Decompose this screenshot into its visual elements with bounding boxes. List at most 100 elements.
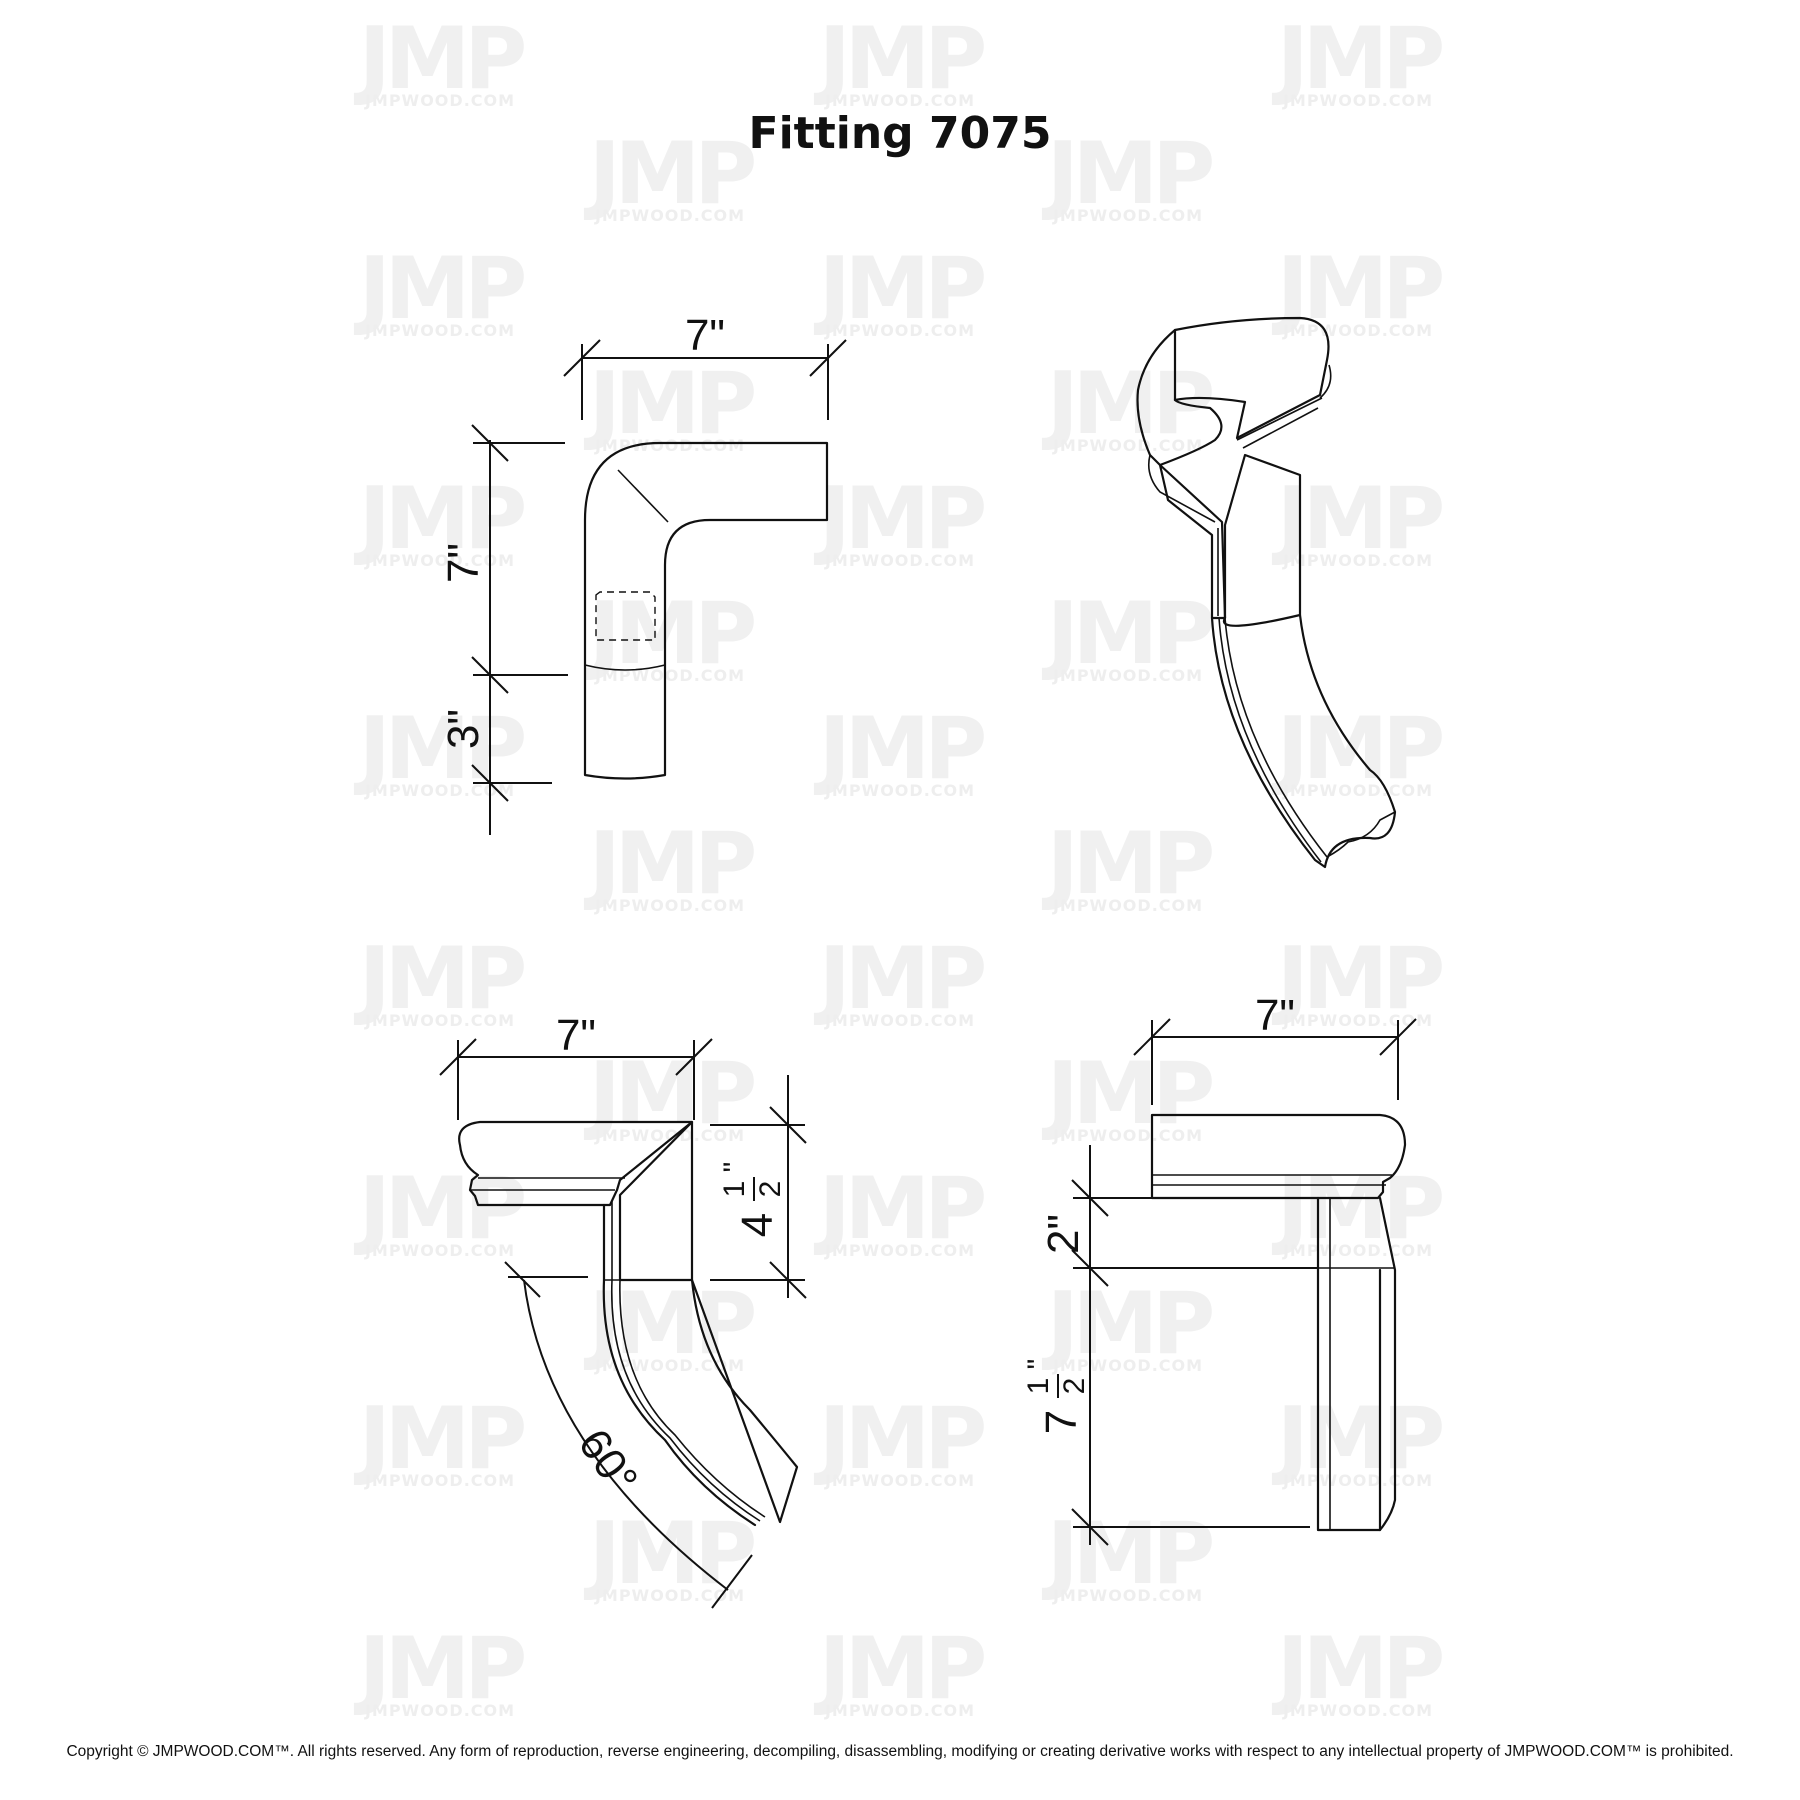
watermark-url: JMPWOOD.COM bbox=[364, 321, 515, 340]
iso-rail-bead-2 bbox=[1242, 407, 1319, 449]
side-width-tick-right bbox=[1379, 1018, 1417, 1056]
watermark-logo: JMP bbox=[814, 699, 985, 799]
watermark-url: JMPWOOD.COM bbox=[1052, 436, 1203, 455]
watermark-url: JMPWOOD.COM bbox=[824, 1471, 975, 1490]
watermark-logo: JMP bbox=[1042, 1044, 1213, 1144]
watermark-logo: JMP bbox=[354, 9, 525, 109]
iso-rail-shadow bbox=[1319, 364, 1332, 399]
front-sweep-outer bbox=[602, 1278, 757, 1527]
top-view-miter-line bbox=[617, 469, 669, 523]
watermark-url: JMPWOOD.COM bbox=[1052, 1126, 1203, 1145]
watermark-url: JMPWOOD.COM bbox=[1052, 1586, 1203, 1605]
watermark-url: JMPWOOD.COM bbox=[594, 666, 745, 685]
front-view: 7" 4 1 2 " 60° bbox=[439, 1011, 807, 1609]
watermark-logo: JMP bbox=[814, 1619, 985, 1719]
front-sweep-inner bbox=[690, 1278, 799, 1524]
front-angle-label: 60° bbox=[569, 1420, 647, 1503]
watermark-logo: JMP bbox=[584, 814, 755, 914]
front-drop-whole: 4 bbox=[733, 1213, 782, 1237]
watermark-logo: JMP bbox=[814, 1159, 985, 1259]
watermark-url: JMPWOOD.COM bbox=[364, 551, 515, 570]
iso-sweep-inner-1 bbox=[1224, 617, 1328, 858]
side-tick-top bbox=[1071, 1179, 1109, 1217]
watermark-logo: JMP bbox=[354, 929, 525, 1029]
top-view-joint-line bbox=[584, 664, 666, 671]
watermark-url: JMPWOOD.COM bbox=[594, 206, 745, 225]
watermark-logo: JMP bbox=[814, 929, 985, 1029]
iso-lower-sweep bbox=[1210, 613, 1397, 869]
watermark-logo: JMP bbox=[1272, 1389, 1443, 1489]
watermark-url: JMPWOOD.COM bbox=[364, 1241, 515, 1260]
watermark-logo: JMP bbox=[584, 1044, 755, 1144]
watermark-url: JMPWOOD.COM bbox=[364, 1011, 515, 1030]
watermark-logo: JMP bbox=[1042, 1504, 1213, 1604]
watermark-logo: JMP bbox=[584, 1504, 755, 1604]
watermark-url: JMPWOOD.COM bbox=[594, 896, 745, 915]
iso-top-rail bbox=[1173, 316, 1330, 440]
front-width-label: 7" bbox=[556, 1011, 596, 1060]
watermark-url: JMPWOOD.COM bbox=[1052, 896, 1203, 915]
page-title: Fitting 7075 bbox=[748, 108, 1052, 159]
top-height-tick-top bbox=[471, 424, 509, 462]
watermark-url: JMPWOOD.COM bbox=[364, 781, 515, 800]
side-drop-whole: 7 bbox=[1037, 1410, 1086, 1434]
watermark-logo: JMP bbox=[584, 584, 755, 684]
watermark-url: JMPWOOD.COM bbox=[594, 1586, 745, 1605]
watermark-url: JMPWOOD.COM bbox=[1052, 206, 1203, 225]
watermark-url: JMPWOOD.COM bbox=[1282, 1701, 1433, 1720]
front-drop-label: 4 1 2 " bbox=[718, 1162, 787, 1238]
watermark-url: JMPWOOD.COM bbox=[594, 1356, 745, 1375]
top-tail-label: 3" bbox=[439, 709, 488, 749]
copyright-notice: Copyright © JMPWOOD.COM™. All rights res… bbox=[66, 1743, 1734, 1760]
watermark-logo: JMP bbox=[354, 239, 525, 339]
iso-rail-bead-1 bbox=[1236, 397, 1323, 441]
front-sweep-bead-2 bbox=[610, 1200, 761, 1522]
front-angle-arc bbox=[523, 1279, 729, 1591]
watermark-url: JMPWOOD.COM bbox=[364, 1701, 515, 1720]
iso-view bbox=[1136, 316, 1397, 869]
side-drop-inch: " bbox=[1022, 1359, 1055, 1370]
watermark-url: JMPWOOD.COM bbox=[824, 1701, 975, 1720]
watermark-logo: JMP bbox=[1042, 1274, 1213, 1374]
watermark-logo: JMP bbox=[814, 239, 985, 339]
top-view: 7" 7" 3" bbox=[439, 311, 847, 835]
side-post bbox=[1316, 1196, 1382, 1532]
watermark-url: JMPWOOD.COM bbox=[1282, 321, 1433, 340]
watermark-url: JMPWOOD.COM bbox=[1282, 91, 1433, 110]
side-drop-label: 7 1 2 " bbox=[1022, 1359, 1091, 1435]
side-drop-den: 2 bbox=[1058, 1378, 1091, 1395]
watermark-url: JMPWOOD.COM bbox=[824, 551, 975, 570]
side-view: 7 " 2" 7 1 2 " bbox=[1022, 991, 1417, 1546]
side-post-right bbox=[1378, 1196, 1397, 1532]
watermark-logo: JMP bbox=[1272, 239, 1443, 339]
top-width-tick-left bbox=[563, 339, 601, 377]
watermark-url: JMPWOOD.COM bbox=[824, 1011, 975, 1030]
iso-fascia bbox=[1158, 463, 1227, 620]
side-rise-label: 2" bbox=[1039, 1214, 1088, 1254]
front-drop-num: 1 bbox=[718, 1181, 751, 1198]
top-height-tick-mid bbox=[471, 656, 509, 694]
watermark-url: JMPWOOD.COM bbox=[824, 91, 975, 110]
watermark-logo: JMP bbox=[1272, 699, 1443, 799]
side-tick-mid bbox=[1071, 1249, 1109, 1287]
